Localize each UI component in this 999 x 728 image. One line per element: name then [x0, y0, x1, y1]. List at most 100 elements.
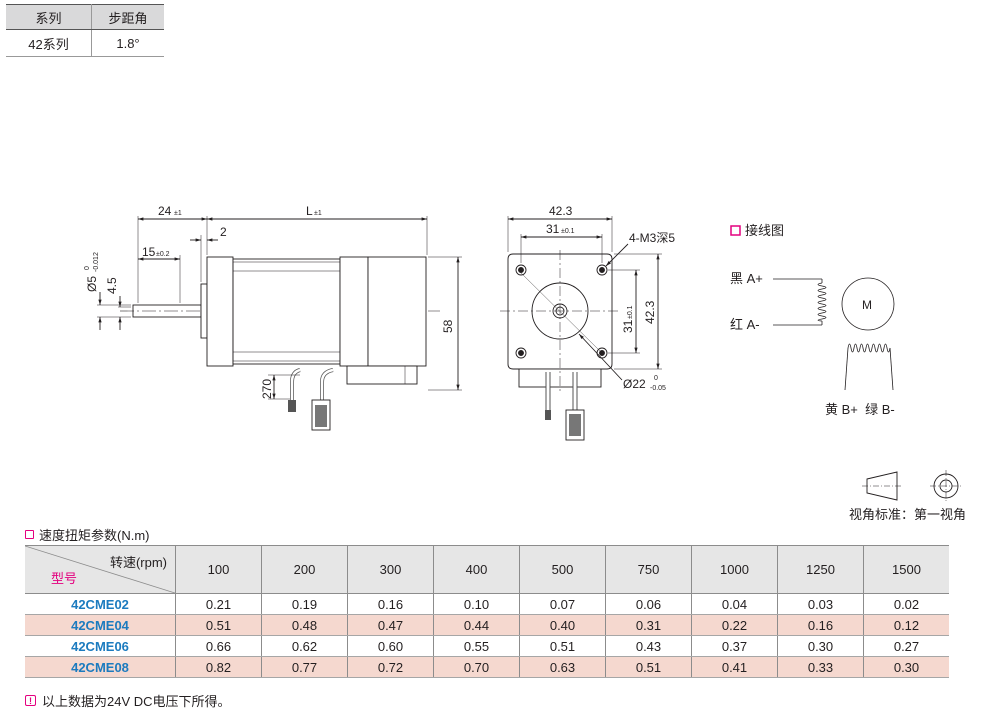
torque-cell: 0.43 [605, 635, 692, 657]
wiring-title: 接线图 [745, 223, 784, 238]
torque-cell: 0.03 [777, 593, 864, 615]
hole-spec-label: 4-M3深5 [629, 231, 675, 245]
dim-42-3-top: 42.3 [549, 204, 573, 218]
torque-cell: 0.47 [347, 614, 434, 636]
spec-header-step-angle: 步距角 [91, 4, 164, 30]
speed-header: 300 [347, 545, 434, 594]
model-cell: 42CME02 [25, 593, 176, 615]
table-row: 42CME08 0.82 0.77 0.72 0.70 0.63 0.51 0.… [25, 656, 949, 678]
torque-cell: 0.51 [175, 614, 262, 636]
corner-model-label: 型号 [51, 571, 78, 586]
torque-header-row: 转速(rpm) 型号 100 200 300 400 500 750 1000 … [25, 545, 949, 594]
table-row: 42CME06 0.66 0.62 0.60 0.55 0.51 0.43 0.… [25, 635, 949, 657]
torque-cell: 0.30 [863, 656, 949, 678]
exclamation-icon: ! [25, 695, 36, 706]
torque-cell: 0.62 [261, 635, 348, 657]
torque-cell: 0.63 [519, 656, 606, 678]
torque-cell: 0.82 [175, 656, 262, 678]
wiring-a-minus: 红 A- [730, 317, 760, 332]
dim-24: 24 [158, 204, 172, 218]
dim-L-tol: ±1 [314, 210, 322, 217]
torque-cell: 0.44 [433, 614, 520, 636]
dim-58: 58 [441, 319, 455, 333]
wiring-a-plus: 黑 A+ [730, 271, 763, 286]
speed-header: 1250 [777, 545, 864, 594]
torque-cell: 0.51 [605, 656, 692, 678]
front-view-labels: 42.3 31 ±0.1 4-M3深5 31 ±0.1 42.3 Ø22 0 -… [546, 204, 675, 392]
motor-icon [841, 277, 895, 331]
front-view [500, 216, 662, 441]
torque-cell: 0.72 [347, 656, 434, 678]
torque-cell: 0.21 [175, 593, 262, 615]
torque-title-text: 速度扭矩参数(N.m) [39, 528, 150, 543]
dim-24-tol: ±1 [174, 210, 182, 217]
torque-cell: 0.16 [777, 614, 864, 636]
footnote: ! 以上数据为24V DC电压下所得。 [25, 691, 231, 710]
dim-2: 2 [220, 225, 227, 239]
dim-boss-tol-upper: 0 [654, 375, 658, 382]
torque-cell: 0.40 [519, 614, 606, 636]
dim-270: 270 [260, 379, 274, 399]
torque-cell: 0.31 [605, 614, 692, 636]
model-cell: 42CME06 [25, 635, 176, 657]
table-row: 42CME04 0.51 0.48 0.47 0.44 0.40 0.31 0.… [25, 614, 949, 636]
dim-31-top: 31 [546, 222, 560, 236]
technical-drawing: 24 ±1 L ±1 2 15 ±0.2 Ø5 0 -0.012 4.5 58 … [84, 204, 966, 520]
spec-table: 系列 步距角 42系列 1.8° [6, 4, 164, 57]
speed-header: 1000 [691, 545, 778, 594]
projection-label: 视角标准：第一视角 [849, 507, 966, 520]
speed-header: 400 [433, 545, 520, 594]
dim-31-top-tol: ±0.1 [561, 228, 575, 235]
torque-cell: 0.02 [863, 593, 949, 615]
dim-boss-tol-lower: -0.05 [650, 385, 666, 392]
table-row: 42CME02 0.21 0.19 0.16 0.10 0.07 0.06 0.… [25, 593, 949, 615]
dim-15: 15 [142, 245, 156, 259]
spec-step-angle-value: 1.8° [91, 29, 164, 57]
dim-L: L [306, 204, 313, 218]
spec-series-value: 42系列 [6, 29, 92, 57]
torque-cell: 0.27 [863, 635, 949, 657]
spec-row: 42系列 1.8° [6, 29, 164, 57]
dim-shaft-tol-lower: -0.012 [93, 252, 100, 272]
mount-hole-tr [596, 264, 608, 276]
torque-cell: 0.16 [347, 593, 434, 615]
dim-shaft-tol-upper: 0 [84, 266, 91, 270]
dim-31-side-tol: ±0.1 [627, 305, 634, 319]
dim-15-tol: ±0.2 [156, 251, 170, 258]
mount-hole-bl [515, 347, 527, 359]
model-cell: 42CME08 [25, 656, 176, 678]
torque-cell: 0.19 [261, 593, 348, 615]
motor-label: M [862, 298, 872, 312]
speed-header: 500 [519, 545, 606, 594]
torque-table: 转速(rpm) 型号 100 200 300 400 500 750 1000 … [25, 545, 949, 678]
torque-cell: 0.07 [519, 593, 606, 615]
torque-section-title: 速度扭矩参数(N.m) [25, 525, 150, 544]
torque-cell: 0.51 [519, 635, 606, 657]
torque-cell: 0.37 [691, 635, 778, 657]
spec-header-series: 系列 [6, 4, 92, 30]
mount-hole-tl [515, 264, 527, 276]
torque-cell: 0.04 [691, 593, 778, 615]
spec-header-row: 系列 步距角 [6, 4, 164, 30]
torque-cell: 0.06 [605, 593, 692, 615]
speed-header: 100 [175, 545, 262, 594]
torque-cell: 0.10 [433, 593, 520, 615]
model-cell: 42CME04 [25, 614, 176, 636]
section-marker-icon [25, 530, 34, 539]
wiring-diagram: 接线图 黑 A+ 红 A- M 黄 B+ 绿 B- [730, 223, 895, 417]
torque-cell: 0.66 [175, 635, 262, 657]
torque-cell: 0.33 [777, 656, 864, 678]
dim-42-3-side: 42.3 [643, 300, 657, 324]
speed-header: 200 [261, 545, 348, 594]
dim-4-5: 4.5 [105, 277, 119, 294]
dim-shaft-diameter: Ø5 [85, 276, 99, 292]
corner-speed-label: 转速(rpm) [109, 555, 167, 570]
torque-cell: 0.22 [691, 614, 778, 636]
side-view [97, 216, 462, 431]
corner-diagonal-line [25, 546, 175, 593]
torque-cell: 0.12 [863, 614, 949, 636]
footnote-text: 以上数据为24V DC电压下所得。 [42, 694, 231, 709]
torque-cell: 0.77 [261, 656, 348, 678]
coil-b-icon [847, 343, 891, 353]
torque-cell: 0.41 [691, 656, 778, 678]
